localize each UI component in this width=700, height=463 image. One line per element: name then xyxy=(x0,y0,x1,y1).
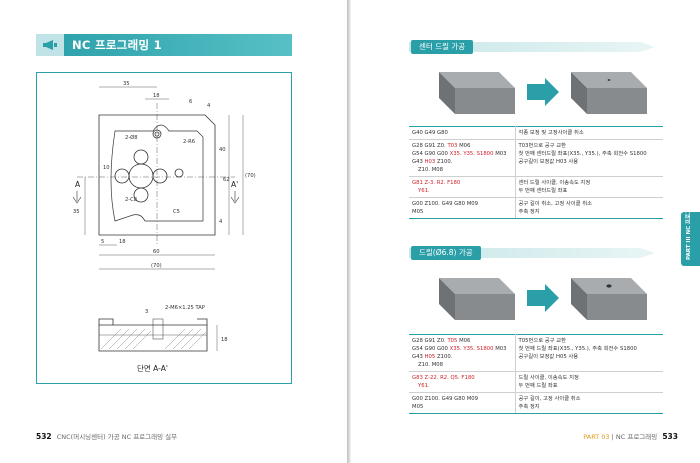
code-line: G83 Z-22. R2. Q5. F180 xyxy=(412,375,475,381)
table-row: G40 G49 G80 각종 보정 및 고정사이클 취소 xyxy=(409,126,663,140)
drawing-svg: 35 18 6 4 2-R6 2-Ø8 40 62 10 (70) 35 2-C… xyxy=(72,81,256,373)
dim-18-b: 18 xyxy=(119,239,126,245)
dim-62: 62 xyxy=(223,177,230,183)
dim-18: 18 xyxy=(153,93,160,99)
dim-6: 6 xyxy=(189,99,192,105)
clover-center xyxy=(128,163,154,189)
block-outline xyxy=(98,114,216,236)
drill-table: G28 G91 Z0. T05 M06 G54 G90 G00 X35. Y35… xyxy=(409,334,663,414)
dim-c8: 2-C8 xyxy=(125,197,137,203)
code-line: G43 H03 Z100. xyxy=(412,159,453,165)
code-line: G54 G90 G00 X35. Y35. S1800 M03 xyxy=(412,151,507,157)
footer-right: PART 03 | NC 프로그래밍 533 xyxy=(583,432,678,441)
dim-18-s: 18 xyxy=(221,337,228,343)
code-line: G43 H05 Z100. xyxy=(412,354,453,360)
footer-book-title: CNC(머시닝센터) 가공 NC 프로그래밍 실무 xyxy=(56,433,178,441)
dim-c5: C5 xyxy=(173,209,180,215)
arrow-icon xyxy=(527,284,559,312)
section-outline xyxy=(98,324,208,352)
section-a-left: A xyxy=(75,180,81,189)
side-tab-label: PART III NC 프로그래밍 xyxy=(686,198,692,260)
dim-d8: 2-Ø8 xyxy=(125,134,138,141)
table-row: G28 G91 Z0. T03 M06 G54 G90 G00 X35. Y35… xyxy=(409,139,663,177)
code-line: G81 Z-3. R2. F180 xyxy=(412,180,461,186)
dim-3: 3 xyxy=(145,309,148,315)
right-page: 센터 드릴 가공 G40 G49 G80 각종 보정 및 고정사이클 취소 G2… xyxy=(351,0,700,463)
code-line: G54 G90 G00 X35. Y35. S1800 M03 xyxy=(412,346,507,352)
section-heading-center-drill: 센터 드릴 가공 xyxy=(409,40,661,54)
left-page: NC 프로그래밍 1 xyxy=(0,0,347,463)
dim-60: 60 xyxy=(153,249,160,255)
dim-5: 5 xyxy=(101,239,104,245)
page-title: NC 프로그래밍 1 xyxy=(72,38,162,52)
page-number-left: 532 xyxy=(36,432,52,441)
section-a-right: A' xyxy=(231,180,238,189)
megaphone-icon xyxy=(36,34,64,56)
dim-r6: 2-R6 xyxy=(183,139,195,145)
part-side-tab: PART III NC 프로그래밍 xyxy=(681,199,700,266)
drill-illustration xyxy=(409,268,661,334)
technical-drawing: 35 18 6 4 2-R6 2-Ø8 40 62 10 (70) 35 2-C… xyxy=(36,72,292,384)
title-banner: NC 프로그래밍 1 xyxy=(36,34,292,56)
pocket-outline xyxy=(110,124,204,222)
section-caption: 단면 A-A' xyxy=(137,363,168,373)
code-line: G28 G91 Z0. T05 M06 xyxy=(412,338,471,344)
hole-right xyxy=(174,168,184,178)
book-spine xyxy=(347,0,351,463)
footer-left: 532 CNC(머시닝센터) 가공 NC 프로그래밍 실무 xyxy=(36,431,177,441)
dim-4-b: 4 xyxy=(219,219,223,225)
section-heading-label: 센터 드릴 가공 xyxy=(411,40,474,54)
center-drill-illustration xyxy=(409,62,661,128)
center-drill-table: G40 G49 G80 각종 보정 및 고정사이클 취소 G28 G91 Z0.… xyxy=(409,126,663,219)
dim-40: 40 xyxy=(219,147,226,153)
dim-70-h: (70) xyxy=(151,263,162,269)
footer-part: PART 03 xyxy=(583,433,610,441)
section-heading-label: 드릴(Ø6.8) 가공 xyxy=(411,246,481,260)
dim-10: 10 xyxy=(103,165,110,171)
section-heading-drill: 드릴(Ø6.8) 가공 xyxy=(409,246,661,260)
table-row: G28 G91 Z0. T05 M06 G54 G90 G00 X35. Y35… xyxy=(409,334,663,372)
dim-4: 4 xyxy=(207,103,211,109)
dim-tap: 2-M6×1.25 TAP xyxy=(165,305,205,311)
page-number-right: 533 xyxy=(662,432,678,441)
footer-chapter: NC 프로그래밍 xyxy=(615,433,658,441)
arrow-icon xyxy=(527,78,559,106)
code-line: G28 G91 Z0. T03 M06 xyxy=(412,143,471,149)
dim-70-v: (70) xyxy=(245,173,256,179)
dim-35: 35 xyxy=(123,81,130,87)
dim-35-v: 35 xyxy=(73,209,80,215)
